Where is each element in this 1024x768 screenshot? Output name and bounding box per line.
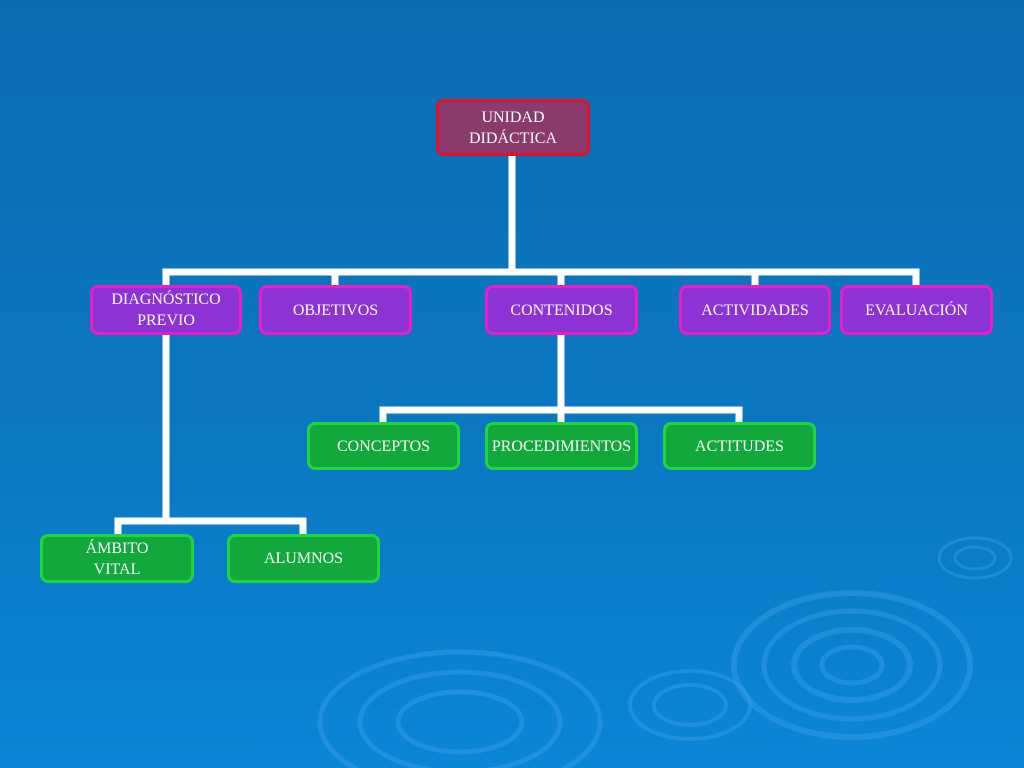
node-label: CONTENIDOS	[510, 301, 613, 319]
node-evaluacion: EVALUACIÓN	[840, 285, 993, 335]
node-label: ACTITUDES	[695, 437, 784, 455]
node-conceptos: CONCEPTOS	[307, 422, 460, 470]
ripple-ring	[395, 689, 525, 755]
ripple-ring	[819, 644, 885, 686]
node-label: CONCEPTOS	[336, 437, 431, 455]
node-ambito-vital: ÁMBITO VITAL	[40, 534, 194, 583]
node-alumnos: ALUMNOS	[227, 534, 380, 583]
ripple-ring	[761, 608, 943, 722]
ripple-ring	[953, 545, 997, 571]
node-label: ÁMBITO VITAL	[85, 539, 149, 578]
ripple-ring	[791, 627, 913, 703]
node-label: ALUMNOS	[263, 550, 344, 567]
ripple-ring	[652, 683, 728, 727]
node-label: DIAGNÓSTICO PREVIO	[111, 291, 221, 329]
ripple-ring	[937, 536, 1013, 580]
node-label: EVALUACIÓN	[865, 301, 968, 319]
node-label: ACTIVIDADES	[701, 301, 809, 319]
ripple-ring	[731, 590, 973, 740]
node-actitudes: ACTITUDES	[663, 422, 816, 470]
ripple-ring	[317, 649, 603, 768]
node-unidad-didactica: UNIDAD DIDÁCTICA	[436, 99, 590, 156]
node-label: UNIDAD DIDÁCTICA	[469, 108, 557, 147]
node-procedimientos: PROCEDIMIENTOS	[485, 422, 638, 470]
node-label: OBJETIVOS	[292, 301, 379, 319]
ripple-ring	[628, 669, 752, 741]
ripple-ring	[357, 669, 563, 768]
node-objetivos: OBJETIVOS	[259, 285, 412, 335]
node-diagnostico-previo: DIAGNÓSTICO PREVIO	[90, 285, 242, 335]
node-actividades: ACTIVIDADES	[679, 285, 831, 335]
node-contenidos: CONTENIDOS	[485, 285, 638, 335]
node-label: PROCEDIMIENTOS	[491, 437, 632, 455]
